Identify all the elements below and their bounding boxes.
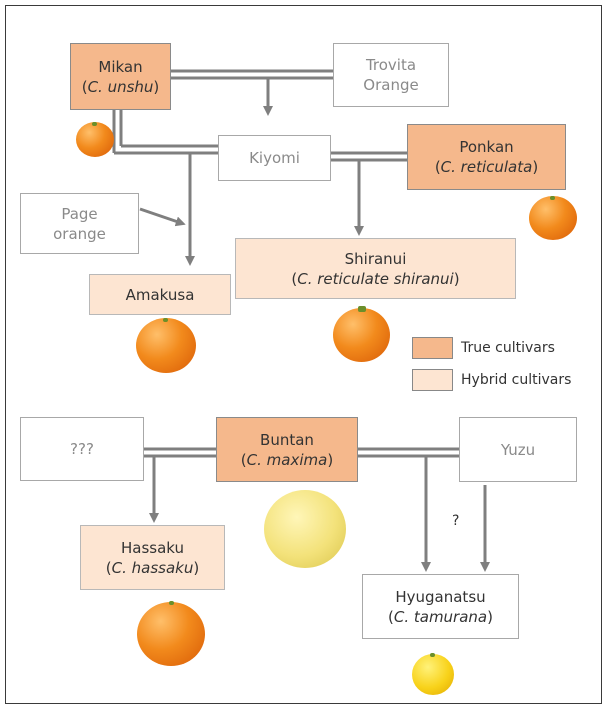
node-mikan-name: Mikan [98,57,143,76]
amakusa-fruit-stem [163,318,168,322]
node-kiyomi: Kiyomi [218,135,331,181]
node-buntan-sci: (C. maxima) [240,450,334,469]
node-trovita-line1: Trovita [365,56,417,74]
buntan-fruit-image [264,490,346,568]
node-hyuganatsu-sci: (C. tamurana) [388,607,493,626]
node-page-orange: Page orange [20,193,139,254]
mikan-fruit-stem [92,122,97,126]
shiranui-fruit-stem [358,306,366,312]
legend-hybrid-swatch [412,369,453,391]
node-kiyomi-name: Kiyomi [249,149,300,167]
node-hyuganatsu: Hyuganatsu (C. tamurana) [362,574,519,639]
node-ponkan-sci: (C. reticulata) [434,158,539,176]
node-trovita-line2: Orange [363,76,419,94]
node-mikan: Mikan (C. unshu) [70,43,171,110]
node-page-line1: Page [61,204,98,223]
node-shiranui-name: Shiranui [344,249,407,268]
node-amakusa-name: Amakusa [125,285,195,304]
node-yuzu-name: Yuzu [500,440,536,459]
node-ponkan: Ponkan (C. reticulata) [407,124,566,190]
node-unknown: ??? [20,417,144,481]
node-yuzu: Yuzu [459,417,577,482]
node-page-line2: orange [53,224,106,243]
uncertain-mark: ? [452,513,460,529]
mikan-fruit-image [76,122,114,157]
node-hyuganatsu-name: Hyuganatsu [395,587,486,606]
amakusa-fruit-image [136,318,196,373]
hyuganatsu-fruit-image [412,654,454,695]
node-shiranui: Shiranui (C. reticulate shiranui) [235,238,516,299]
legend-hybrid-label: Hybrid cultivars [461,372,572,388]
node-buntan-name: Buntan [260,430,314,449]
hassaku-fruit-stem [169,601,174,605]
legend-true-label: True cultivars [461,340,555,356]
shiranui-fruit-image [333,308,390,362]
node-amakusa: Amakusa [89,274,231,315]
node-unknown-name: ??? [70,440,94,458]
node-mikan-sci: (C. unshu) [81,77,160,96]
node-hassaku-sci: (C. hassaku) [105,558,200,577]
legend-true-swatch [412,337,453,359]
ponkan-fruit-image [529,196,577,240]
node-trovita-orange: Trovita Orange [333,43,449,107]
hassaku-fruit-image [137,602,205,666]
diagram-frame [5,5,602,704]
node-buntan: Buntan (C. maxima) [216,417,358,482]
hyuganatsu-fruit-stem [430,653,435,657]
node-hassaku: Hassaku (C. hassaku) [80,525,225,590]
ponkan-fruit-stem [550,196,555,200]
node-hassaku-name: Hassaku [120,538,185,557]
node-ponkan-name: Ponkan [459,138,514,156]
node-shiranui-sci: (C. reticulate shiranui) [291,269,460,288]
